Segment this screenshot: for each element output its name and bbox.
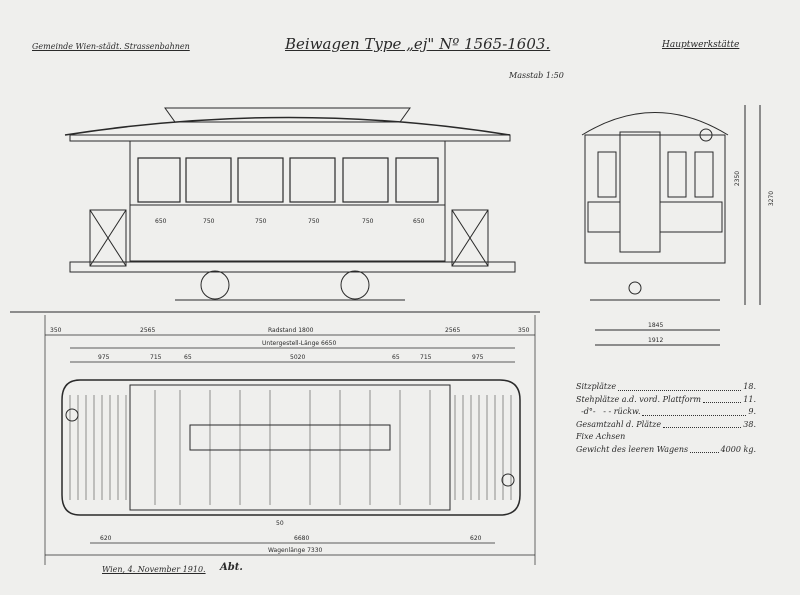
- workshop-label: Hauptwerkstätte: [662, 40, 740, 50]
- dim-bottom-right: 620: [470, 535, 482, 542]
- scale-label: Masstab 1:50: [509, 71, 564, 80]
- dim-small-left: 65: [184, 354, 192, 361]
- dim-window-4: 750: [308, 218, 320, 225]
- plan-view: [61, 379, 521, 516]
- dim-bottom-left: 620: [100, 535, 112, 542]
- dim-window-2: 750: [203, 218, 215, 225]
- dim-seg-right: 715: [420, 354, 432, 361]
- dim-wheelbase: Radstand 1800: [268, 327, 314, 334]
- side-elevation: [10, 107, 540, 313]
- dim-center: 5020: [290, 354, 306, 361]
- dim-height-total: 3270: [768, 190, 776, 207]
- spec-row: -d°- - - rückw.9.: [576, 407, 756, 416]
- end-elevation: [581, 105, 761, 346]
- side-windows: [137, 157, 439, 203]
- dim-small-right: 65: [392, 354, 400, 361]
- dimension-lines: [44, 315, 536, 565]
- dim-bottom-center: 6680: [294, 535, 310, 542]
- dim-end-width-2: 1912: [648, 337, 664, 344]
- dim-window-5: 750: [362, 218, 374, 225]
- dim-window-3: 750: [255, 218, 267, 225]
- signature: Abt.: [220, 562, 243, 573]
- dim-end-width-1: 1845: [648, 322, 664, 329]
- spec-row: Fixe Achsen: [576, 432, 626, 441]
- place-date: Wien, 4. November 1910.: [102, 565, 206, 574]
- dim-overhang-left: 350: [50, 327, 62, 334]
- dim-half-left: 2565: [140, 327, 156, 334]
- dim-half-right: 2565: [445, 327, 461, 334]
- dim-platform-left: 975: [98, 354, 110, 361]
- dim-wagon-length: Wagenlänge 7330: [268, 547, 323, 554]
- owner-label: Gemeinde Wien-städt. Strassenbahnen: [32, 42, 190, 51]
- dim-underframe: Untergestell-Länge 6650: [262, 340, 337, 347]
- dim-height-body: 2350: [734, 170, 742, 187]
- dim-small-50: 50: [276, 520, 284, 527]
- dim-seg-left: 715: [150, 354, 162, 361]
- drawing-title: Beiwagen Type „ej" Nº 1565-1603.: [285, 35, 551, 53]
- dim-window-6: 650: [413, 218, 425, 225]
- dim-overhang-right: 350: [518, 327, 530, 334]
- dim-window-1: 650: [155, 218, 167, 225]
- dim-platform-right: 975: [472, 354, 484, 361]
